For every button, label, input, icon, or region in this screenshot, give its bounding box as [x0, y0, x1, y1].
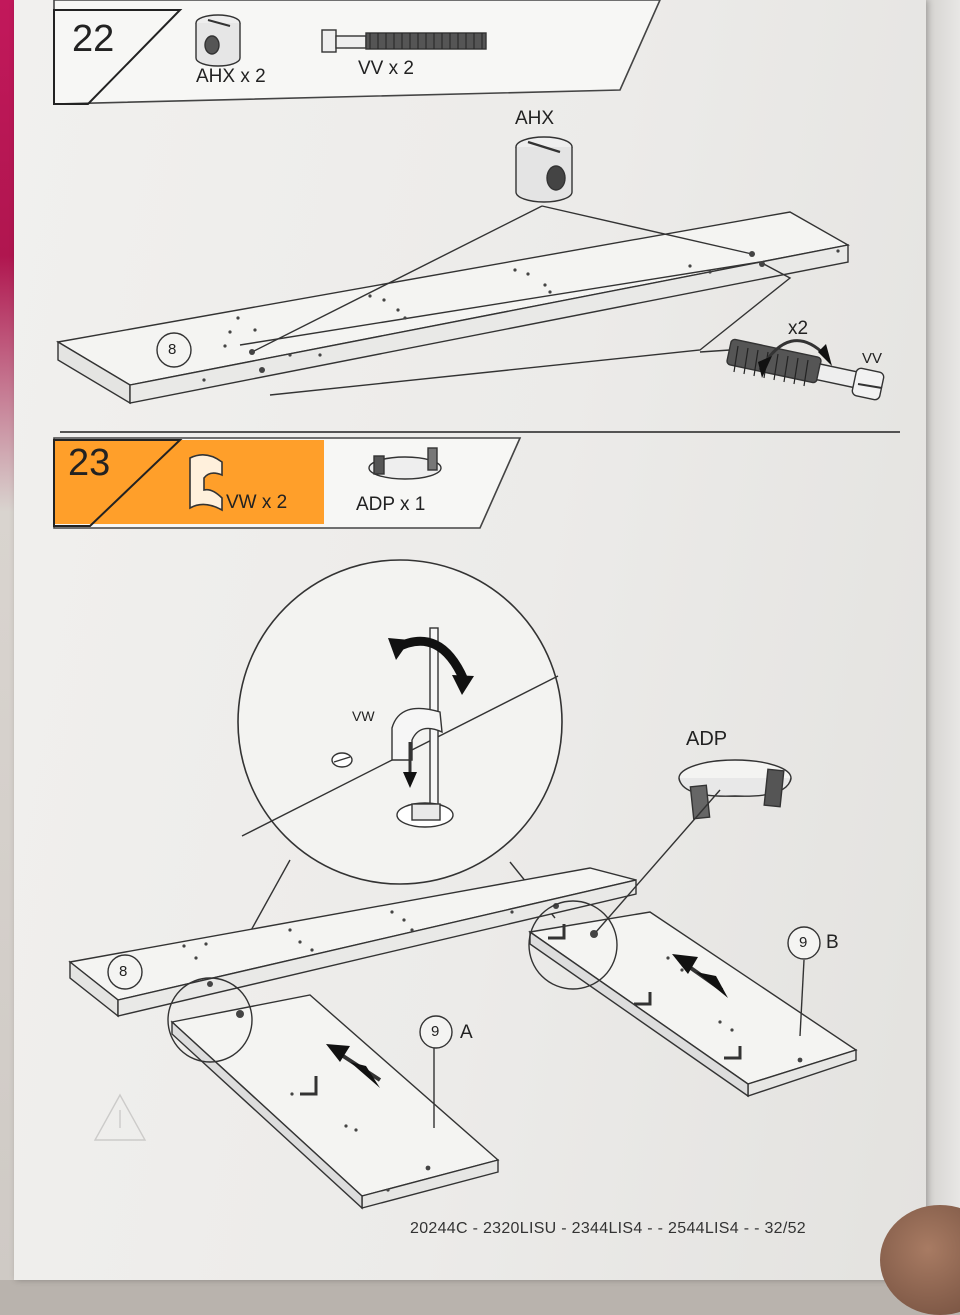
adapter-disc-detail: [595, 759, 792, 933]
board-8-number: 8: [168, 341, 177, 358]
board-9a-number: 9: [431, 1023, 440, 1040]
board-9a: [167, 977, 500, 1210]
rotation-count: x2: [788, 318, 809, 339]
board-9b: [528, 900, 858, 1098]
threaded-bolt-icon: [321, 29, 487, 53]
ahx-callout-label: AHX: [515, 108, 555, 129]
adapter-disc-icon: [368, 447, 442, 480]
cam-lock-nut-icon: [195, 14, 241, 67]
part-ahx-label: AHX x 2: [196, 66, 266, 87]
adp-callout-label: ADP: [686, 728, 728, 750]
board-9a-letter: A: [460, 1022, 473, 1043]
adjacent-page-edge: [926, 0, 960, 1280]
part-adp-label: ADP x 1: [356, 494, 426, 515]
board-8-number-step-23: 8: [119, 963, 128, 980]
part-vw-label: VW x 2: [226, 492, 288, 513]
board-9b-number: 9: [799, 934, 808, 951]
warning-triangle-icon: [93, 1093, 147, 1141]
step-22-header-box: [53, 0, 661, 105]
vw-zoom-label: VW: [352, 708, 375, 724]
zoom-detail-circle: [237, 559, 563, 885]
clip-icon: [189, 454, 223, 512]
binding-edge: [0, 0, 14, 1280]
step-23-header-box: [53, 437, 522, 529]
step-22-board: [56, 205, 850, 405]
board-8-step-23: [68, 867, 637, 1018]
vv-callout-label: VV: [862, 350, 883, 367]
cam-lock-nut-detail: [515, 136, 573, 203]
part-vv-label: VV x 2: [358, 58, 414, 79]
step-22-number: 22: [72, 18, 115, 60]
step-23-number: 23: [68, 442, 111, 484]
board-9b-letter: B: [826, 932, 839, 953]
assembly-drawing: [53, 0, 900, 1210]
document-code-footer: 20244C - 2320LISU - 2344LIS4 - - 2544LIS…: [410, 1220, 806, 1237]
threaded-bolt-detail: [699, 338, 885, 401]
